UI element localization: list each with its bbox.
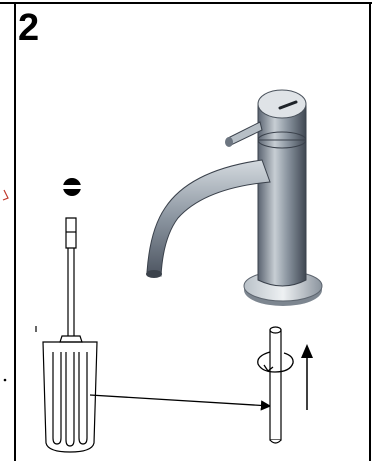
flathead-screwdriver-icon [35, 217, 98, 453]
slot-screw-head-icon [63, 178, 81, 196]
adjacent-panel-fragment [2, 189, 9, 201]
connector-arrow [89, 394, 272, 411]
adjacent-panel-dot [3, 378, 7, 382]
up-arrow-icon [301, 344, 313, 410]
spindle-rod-icon [269, 326, 282, 444]
single-lever-faucet-icon [146, 89, 323, 306]
step-number: 2 [18, 7, 40, 49]
rotate-arrow-icon [257, 351, 294, 373]
